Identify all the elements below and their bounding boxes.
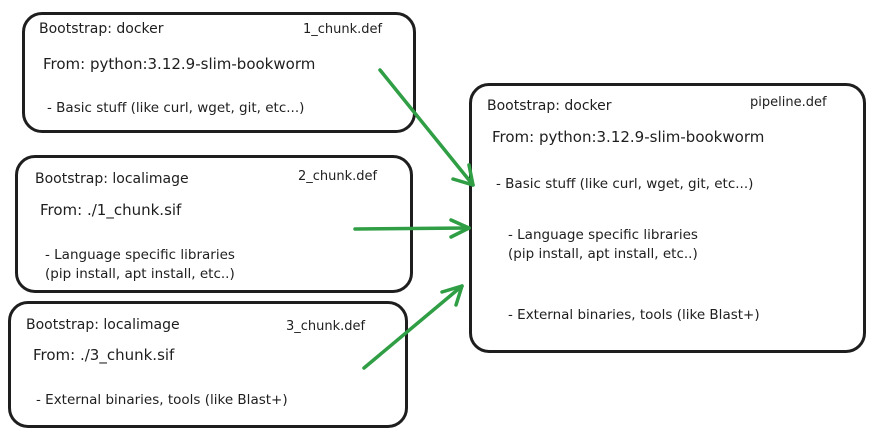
chunk1-filename: 1_chunk.def [303,22,383,37]
chunk1-item-basic: - Basic stuff (like curl, wget, git, etc… [47,100,305,116]
pipeline-item-language: - Language specific libraries [508,227,698,243]
pipeline-item-install: (pip install, apt install, etc..) [508,246,698,262]
pipeline-bootstrap: Bootstrap: docker [487,98,612,114]
pipeline-item-external: - External binaries, tools (like Blast+) [508,307,760,323]
chunk2-filename: 2_chunk.def [298,169,378,184]
arrow-chunk3-head [440,284,464,307]
chunk3-item-external: - External binaries, tools (like Blast+) [36,392,288,408]
chunk1-bootstrap: Bootstrap: docker [39,21,164,37]
chunk3-filename: 3_chunk.def [286,319,366,334]
chunk3-box: Bootstrap: localimage 3_chunk.def From: … [8,301,408,428]
chunk2-bootstrap: Bootstrap: localimage [35,171,189,187]
chunk2-from: From: ./1_chunk.sif [40,201,182,219]
chunk3-from: From: ./3_chunk.sif [33,346,175,364]
chunk1-from: From: python:3.12.9-slim-bookworm [43,55,316,73]
chunk1-box: Bootstrap: docker 1_chunk.def From: pyth… [22,12,416,133]
chunk3-bootstrap: Bootstrap: localimage [26,317,180,333]
pipeline-from: From: python:3.12.9-slim-bookworm [492,128,765,146]
chunk2-box: Bootstrap: localimage 2_chunk.def From: … [15,155,413,293]
chunk2-item-language: - Language specific libraries [45,247,235,263]
pipeline-item-basic: - Basic stuff (like curl, wget, git, etc… [496,176,754,192]
arrow-chunk2-head [449,218,471,239]
pipeline-box: Bootstrap: docker pipeline.def From: pyt… [469,83,866,353]
pipeline-filename: pipeline.def [750,95,827,110]
chunk2-item-install: (pip install, apt install, etc..) [45,266,235,282]
